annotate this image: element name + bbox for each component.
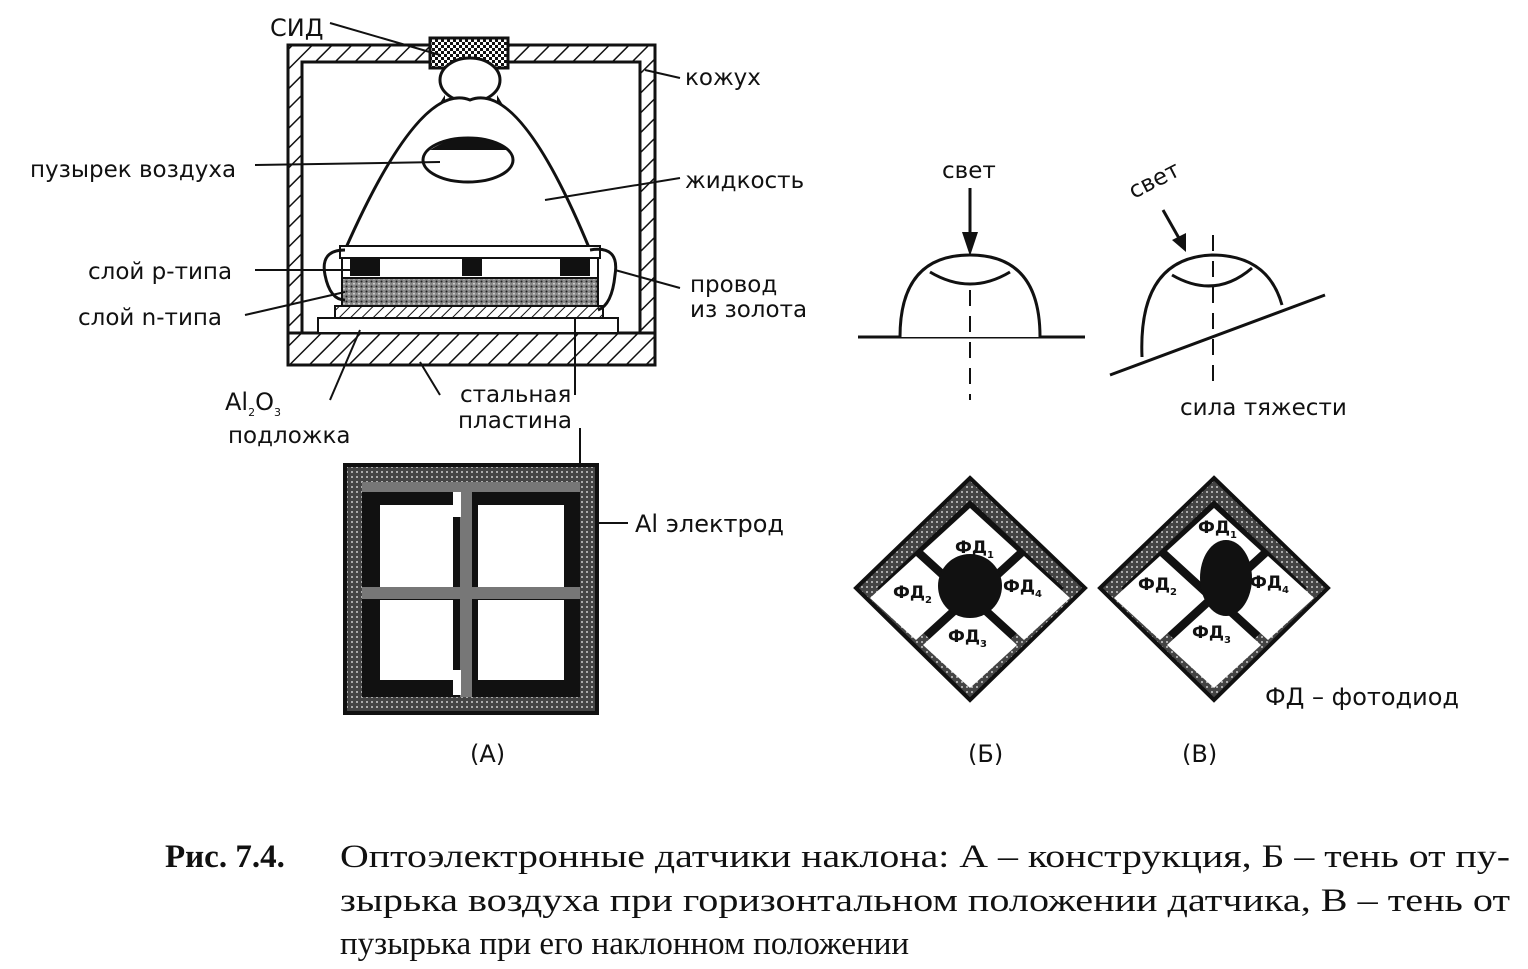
label-n-layer: слой n-типа xyxy=(78,305,222,331)
fd2-cell-c xyxy=(1114,556,1206,640)
label-steel-1: стальная xyxy=(460,382,571,408)
panel-a-tag: (А) xyxy=(470,740,505,768)
photodiode-legend: ФД – фотодиод xyxy=(1265,683,1459,711)
light-arrow-b xyxy=(962,232,978,256)
fd3-cell-c xyxy=(1167,602,1261,688)
electrode-plan xyxy=(343,463,599,715)
fd1-label-b: ФД1 xyxy=(955,538,994,561)
panel-b-dome: свет xyxy=(858,158,1085,400)
fd3-label-b: ФД3 xyxy=(948,627,987,650)
air-bubble xyxy=(421,136,515,184)
label-light-b: свет xyxy=(942,158,996,184)
label-al2o3: Al2O3 xyxy=(225,388,281,419)
led-emitter xyxy=(428,36,510,104)
fd3-label-c: ФД3 xyxy=(1192,623,1231,646)
photodiode-array-b: ФД1 ФД2 ФД4 ФД3 xyxy=(853,475,1088,703)
label-sid: СИД xyxy=(270,14,323,42)
panel-c-tag: (В) xyxy=(1182,740,1217,768)
fd2-cell-b xyxy=(870,556,962,640)
photodiode-stack xyxy=(317,245,619,334)
panel-b-tag: (Б) xyxy=(968,740,1003,768)
bubble-shadow-c xyxy=(1200,540,1252,616)
fd4-cell-b xyxy=(978,556,1070,640)
fd3-cell-b xyxy=(923,602,1017,688)
figure-caption: Рис. 7.4. Оптоэлектронные датчики наклон… xyxy=(165,839,1510,962)
caption-number: Рис. 7.4. xyxy=(165,839,285,875)
caption-line-1: Оптоэлектронные датчики наклона: А – кон… xyxy=(340,839,1510,875)
panel-a-labels: СИД кожух пузырек воздуха жидкость слой … xyxy=(30,14,807,449)
fd4-label-c: ФД4 xyxy=(1250,573,1289,596)
fd4-label-b: ФД4 xyxy=(1003,577,1042,600)
light-arrow-c xyxy=(1172,233,1186,252)
label-light-c: свет xyxy=(1125,157,1185,205)
label-al-electrode: Al электрод xyxy=(635,510,784,538)
label-steel-2: пластина xyxy=(458,408,572,434)
label-p-layer: слой р-типа xyxy=(88,259,232,285)
label-housing: кожух xyxy=(685,65,761,91)
photodiode-array-c: ФД1 ФД2 ФД4 ФД3 xyxy=(1097,475,1331,703)
gold-wire xyxy=(322,247,618,312)
panel-a-leaders xyxy=(244,22,681,401)
fd2-label-b: ФД2 xyxy=(893,583,932,606)
caption-line-2: зырька воздуха при горизонтальном положе… xyxy=(340,883,1510,919)
label-gold-wire-2: из золота xyxy=(690,297,807,323)
label-substrate: подложка xyxy=(228,423,351,449)
caption-line-3: пузырька при его наклонном положении xyxy=(340,926,909,962)
fd2-label-c: ФД2 xyxy=(1138,575,1177,598)
label-gravity: сила тяжести xyxy=(1180,395,1347,421)
panel-c-dome: свет сила тяжести xyxy=(1109,157,1347,421)
label-air-bubble: пузырек воздуха xyxy=(30,157,236,183)
fd1-label-c: ФД1 xyxy=(1198,518,1237,541)
bubble-shadow-b xyxy=(938,554,1002,618)
label-gold-wire-1: провод xyxy=(690,272,777,298)
label-liquid: жидкость xyxy=(685,168,804,194)
